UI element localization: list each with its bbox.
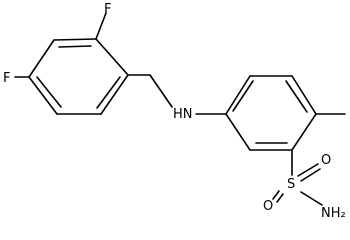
bond-c-f-top xyxy=(95,12,107,40)
amine-nh-label: HN xyxy=(173,107,193,122)
benzene-ring-2 xyxy=(225,75,317,151)
bond-ring2-c6-c1 xyxy=(225,113,251,151)
bond-s-o-top-1 xyxy=(297,163,319,177)
bond-ch2-nh xyxy=(149,74,173,108)
bond-s-nh2 xyxy=(300,191,323,206)
bond-ring2-c1-c2 xyxy=(225,75,251,115)
bond-ring1-inner-b xyxy=(96,76,121,109)
fluorine-label-top: F xyxy=(104,2,111,17)
bond-s-o-bottom-1 xyxy=(272,190,280,200)
bond-ring1-inner-a xyxy=(58,45,92,48)
oxygen-label-top: O xyxy=(321,153,331,168)
chemical-structure-diagram: F F HN S O O NH₂ xyxy=(3,2,346,221)
difluorophenyl-ring xyxy=(28,38,129,115)
bond-ring1-c6-c1 xyxy=(53,38,97,41)
sulfur-label: S xyxy=(287,177,295,192)
bond-ring2-c4-c5 xyxy=(291,113,317,151)
bond-ring2-inner-b xyxy=(285,80,308,113)
sulfonamide-nh2-label: NH₂ xyxy=(321,206,346,221)
bond-ring1-c2-c3 xyxy=(100,74,129,115)
bond-ring2-c3-c4 xyxy=(291,75,317,115)
bond-ring1-c5-c6 xyxy=(28,39,55,78)
fluorine-label-left: F xyxy=(3,71,10,86)
bond-s-o-bottom-2 xyxy=(276,193,284,203)
bond-ring1-inner-c xyxy=(36,76,62,108)
oxygen-label-bottom: O xyxy=(263,199,273,214)
bond-s-o-top-2 xyxy=(300,168,321,182)
bond-ring1-c1-c2 xyxy=(95,38,129,76)
bond-ring2-inner-a xyxy=(232,80,254,112)
bond-ring1-c4-c5 xyxy=(28,76,58,115)
